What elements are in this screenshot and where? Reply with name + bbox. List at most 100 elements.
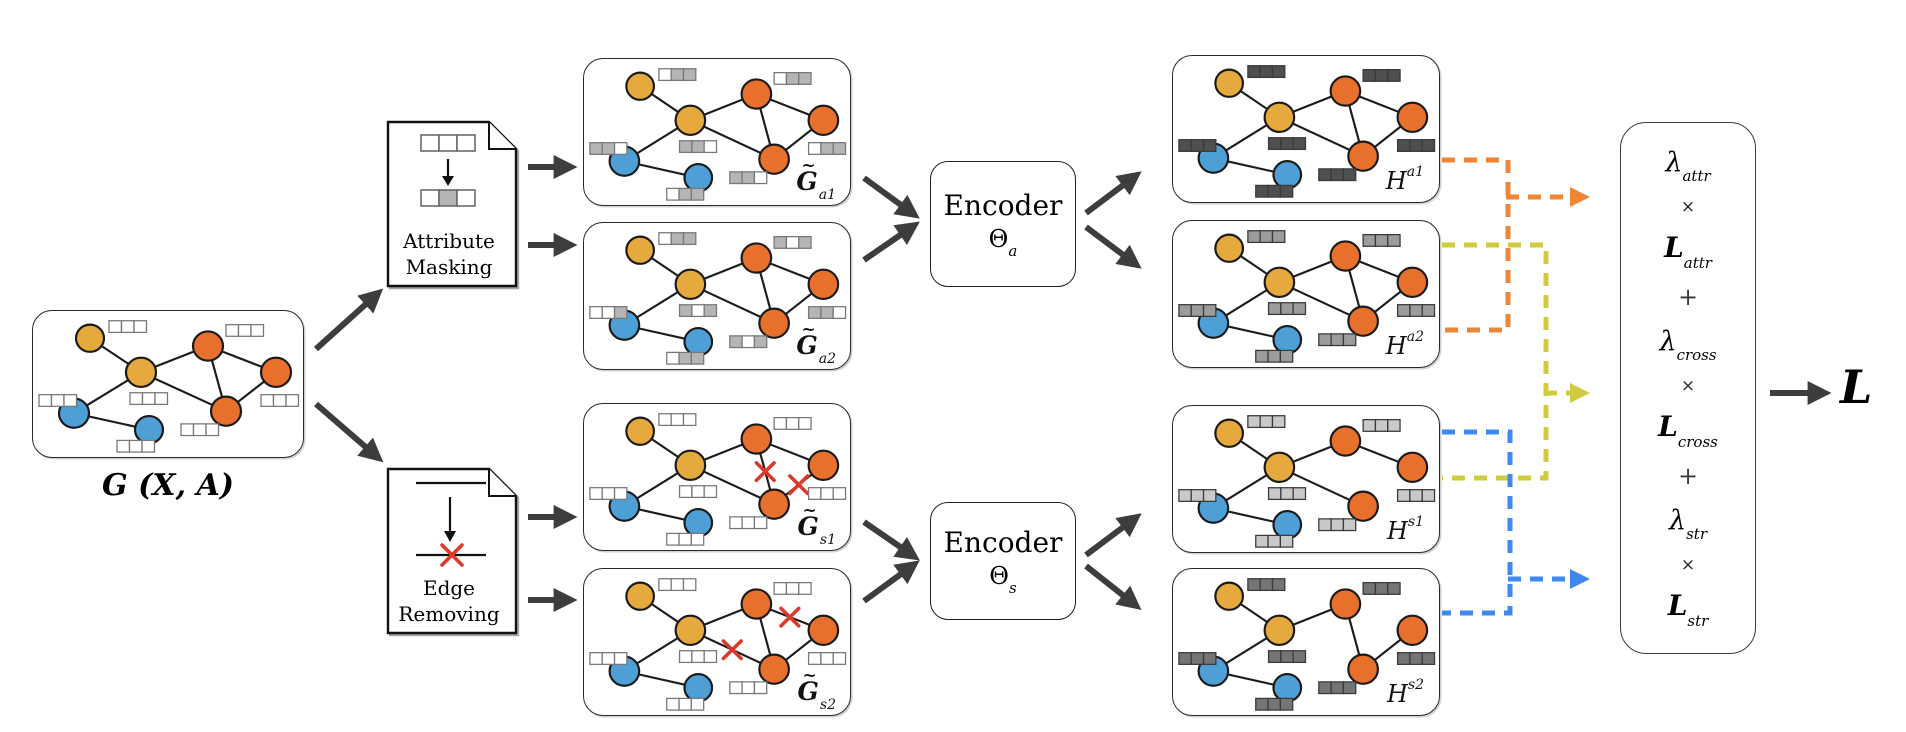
graph-node-yellow <box>1214 68 1245 98</box>
embedding-chip <box>1178 304 1217 317</box>
graph-node-yellow <box>74 323 106 353</box>
graph-box-label-hs2: Hs2 <box>1387 676 1424 708</box>
graph-box-ha2: Ha2 <box>1172 220 1440 368</box>
down-arrow-icon <box>442 176 454 186</box>
removed-edge-cross <box>788 474 810 496</box>
graph-node-yellow <box>625 581 656 611</box>
feature-vector-chip <box>589 306 628 319</box>
label-subscript: s1 <box>819 532 836 548</box>
graph-box-ga2: ~Ga2 <box>583 222 851 370</box>
loss-coefficient-str: λstr <box>1668 504 1708 544</box>
plus-operator: + <box>1677 462 1699 491</box>
graph-box-gs1: ~Gs1 <box>583 403 851 551</box>
feature-vector-chip <box>773 581 812 595</box>
mini-graph-input <box>38 320 300 453</box>
label-base: H <box>1385 167 1407 195</box>
graph-node-yellow <box>1214 233 1245 263</box>
graph-node-blue <box>1272 325 1303 355</box>
graph-node-orange <box>209 395 243 427</box>
graph-node-orange <box>1329 425 1362 457</box>
graph-node-yellow <box>674 268 707 300</box>
label-base: H <box>1385 332 1407 360</box>
graph-node-yellow <box>625 416 656 446</box>
graph-node-yellow <box>1263 101 1296 133</box>
graph-node-orange <box>1347 490 1379 522</box>
loss-box: λattr×Lattr+λcross×Lcross+λstr×Lstr <box>1620 122 1756 654</box>
mini-graph-gs1 <box>589 413 847 546</box>
embedding-chip <box>1178 489 1217 502</box>
graph-node-yellow <box>124 356 158 388</box>
dashed-connector-blue <box>1442 429 1590 616</box>
edge-removing-line1: Edge <box>422 576 476 600</box>
graph-node-orange <box>740 588 773 620</box>
feature-vector-chip <box>108 320 148 334</box>
graph-node-orange <box>1329 240 1362 272</box>
embedding-chip <box>1247 415 1286 429</box>
graph-node-orange <box>807 614 840 646</box>
attribute-masking-icon <box>386 120 518 288</box>
embedding-chip <box>1318 168 1357 182</box>
graph-node-orange <box>1347 305 1379 337</box>
graph-node-yellow <box>1214 581 1245 611</box>
label-base: G <box>796 330 818 360</box>
graph-node-orange <box>259 356 293 388</box>
embedding-chip <box>1267 650 1307 664</box>
label-superscript: s2 <box>1407 676 1424 693</box>
feature-row-masked <box>420 189 476 207</box>
graph-box-hs2: Hs2 <box>1172 568 1440 716</box>
graph-node-orange <box>758 307 790 339</box>
graph-node-yellow <box>1263 614 1296 646</box>
graph-node-orange <box>758 143 790 175</box>
label-subscript: a1 <box>818 187 836 203</box>
embedding-chip <box>1362 418 1401 432</box>
graph-box-label-gs2: ~Gs2 <box>797 667 836 713</box>
graph-node-orange <box>191 330 225 362</box>
feature-vector-chip <box>666 532 705 546</box>
embedding-chip <box>1318 681 1357 695</box>
theta-subscript: s <box>1008 578 1017 597</box>
edge-removing-label: Edge Removing <box>386 575 512 627</box>
feature-vector-chip <box>116 439 156 453</box>
label-superscript: a2 <box>1406 328 1424 345</box>
graph-node-blue <box>683 327 714 357</box>
feature-vector-chip <box>729 516 768 530</box>
graph-node-yellow <box>625 235 656 265</box>
label-base: G <box>797 676 819 706</box>
graph-node-orange <box>807 104 840 136</box>
graph-node-blue <box>683 673 714 703</box>
plus-operator: + <box>1677 283 1699 312</box>
graph-node-orange <box>1329 75 1362 107</box>
graph-node-orange <box>1396 101 1429 133</box>
theta-subscript: a <box>1008 241 1018 260</box>
feature-vector-chip <box>589 487 628 500</box>
input-graph-args: (X, A) <box>127 468 234 503</box>
edge-removing-line2: Removing <box>398 602 500 626</box>
feature-vector-chip <box>589 142 628 155</box>
feature-vector-chip <box>129 392 169 406</box>
loss-term-str: Lstr <box>1667 589 1709 630</box>
feature-vector-chip <box>666 351 705 365</box>
embedding-chip <box>1178 139 1217 152</box>
feature-vector-chip <box>773 235 812 249</box>
encoder-s-title: Encoder <box>943 526 1063 560</box>
encoder-a-title: Encoder <box>943 189 1063 223</box>
graph-node-orange <box>740 78 773 110</box>
feature-vector-chip <box>773 71 812 85</box>
feature-vector-chip <box>773 416 812 430</box>
graph-node-orange <box>740 423 773 455</box>
tilde-mark: ~ <box>802 500 817 521</box>
feature-vector-chip <box>729 171 768 185</box>
mini-graph-ga2 <box>589 232 847 365</box>
edge-removing-icon <box>386 467 518 635</box>
label-base: G <box>796 166 818 196</box>
edge-removing-doc: Edge Removing <box>386 467 518 635</box>
feature-vector-chip <box>225 323 265 337</box>
embedding-chip <box>1247 578 1286 592</box>
times-operator: × <box>1680 554 1696 575</box>
feature-vector-chip <box>658 578 697 592</box>
label-subscript: s2 <box>819 697 836 713</box>
feature-vector-chip <box>807 652 847 665</box>
loss-term-cross: Lcross <box>1658 410 1718 451</box>
graph-node-orange <box>807 449 840 481</box>
